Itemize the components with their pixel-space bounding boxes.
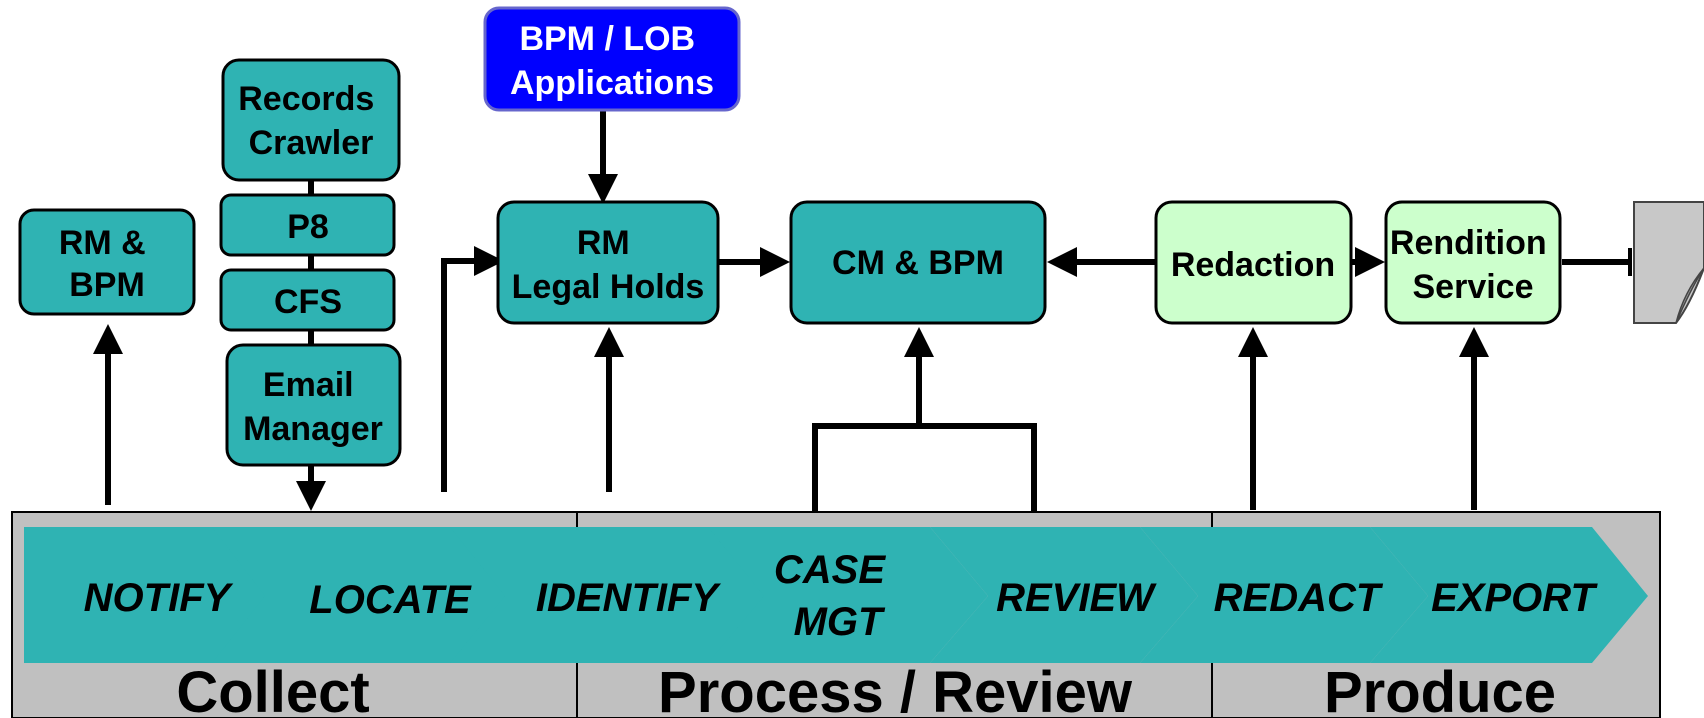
chevron-locate [212,527,515,663]
stage-review: REVIEW [996,576,1157,620]
phase-produce: Produce [1324,660,1556,718]
chevron-review [930,527,1198,663]
stage-labels: NOTIFY LOCATE IDENTIFY CASE MGT REVIEW R… [84,548,1599,644]
stage-export: EXPORT [1431,576,1598,620]
phase-labels: Collect Process / Review Produce [176,660,1556,718]
svg-text:RM & BPM: RM & BPM [59,224,155,304]
stage-identify: IDENTIFY [536,576,722,620]
chevron-notify [24,527,290,663]
records-crawler-box: Records Crawler [221,58,401,182]
phase-process-review: Process / Review [658,660,1133,718]
svg-text:Records Crawler: Records Crawler [238,80,384,162]
chevron-export [1370,527,1648,663]
document-icon [1628,201,1704,324]
rendition-service-box: Rendition Service [1384,200,1562,325]
chevron-identify [450,527,772,663]
svg-text:BPM / LOB Applications: BPM / LOB Applications [510,20,714,102]
stage-locate: LOCATE [309,578,472,622]
cm-bpm-box: CM & BPM [789,200,1047,325]
svg-text:CM & BPM: CM & BPM [832,244,1004,282]
chevron-case-mgt [708,527,988,663]
rm-legal-holds-box: RM Legal Holds [496,200,720,325]
svg-text:Rendition Service: Rendition Service [1390,224,1556,306]
svg-text:CFS: CFS [274,283,342,321]
arrow-review-bracket [812,423,1037,512]
stage-redact: REDACT [1214,576,1384,620]
svg-text:RM Legal Holds: RM Legal Holds [512,224,705,306]
svg-text:Redaction: Redaction [1171,246,1335,284]
rm-bpm-box: RM & BPM [18,208,196,316]
chevron-redact [1140,527,1428,663]
email-manager-box: Email Manager [225,343,402,467]
arrow-identify-bracket [441,246,504,492]
svg-text:Email Manager: Email Manager [243,366,383,448]
redaction-box: Redaction [1154,200,1353,325]
stage-chevrons [24,527,1648,663]
bpm-lob-applications-box: BPM / LOB Applications [483,6,741,112]
phase-collect: Collect [176,660,369,718]
stage-case-mgt: CASE MGT [774,548,896,644]
svg-text:P8: P8 [287,208,329,246]
p8-box: P8 [219,193,396,257]
stage-notify: NOTIFY [84,576,234,620]
cfs-box: CFS [219,268,396,332]
